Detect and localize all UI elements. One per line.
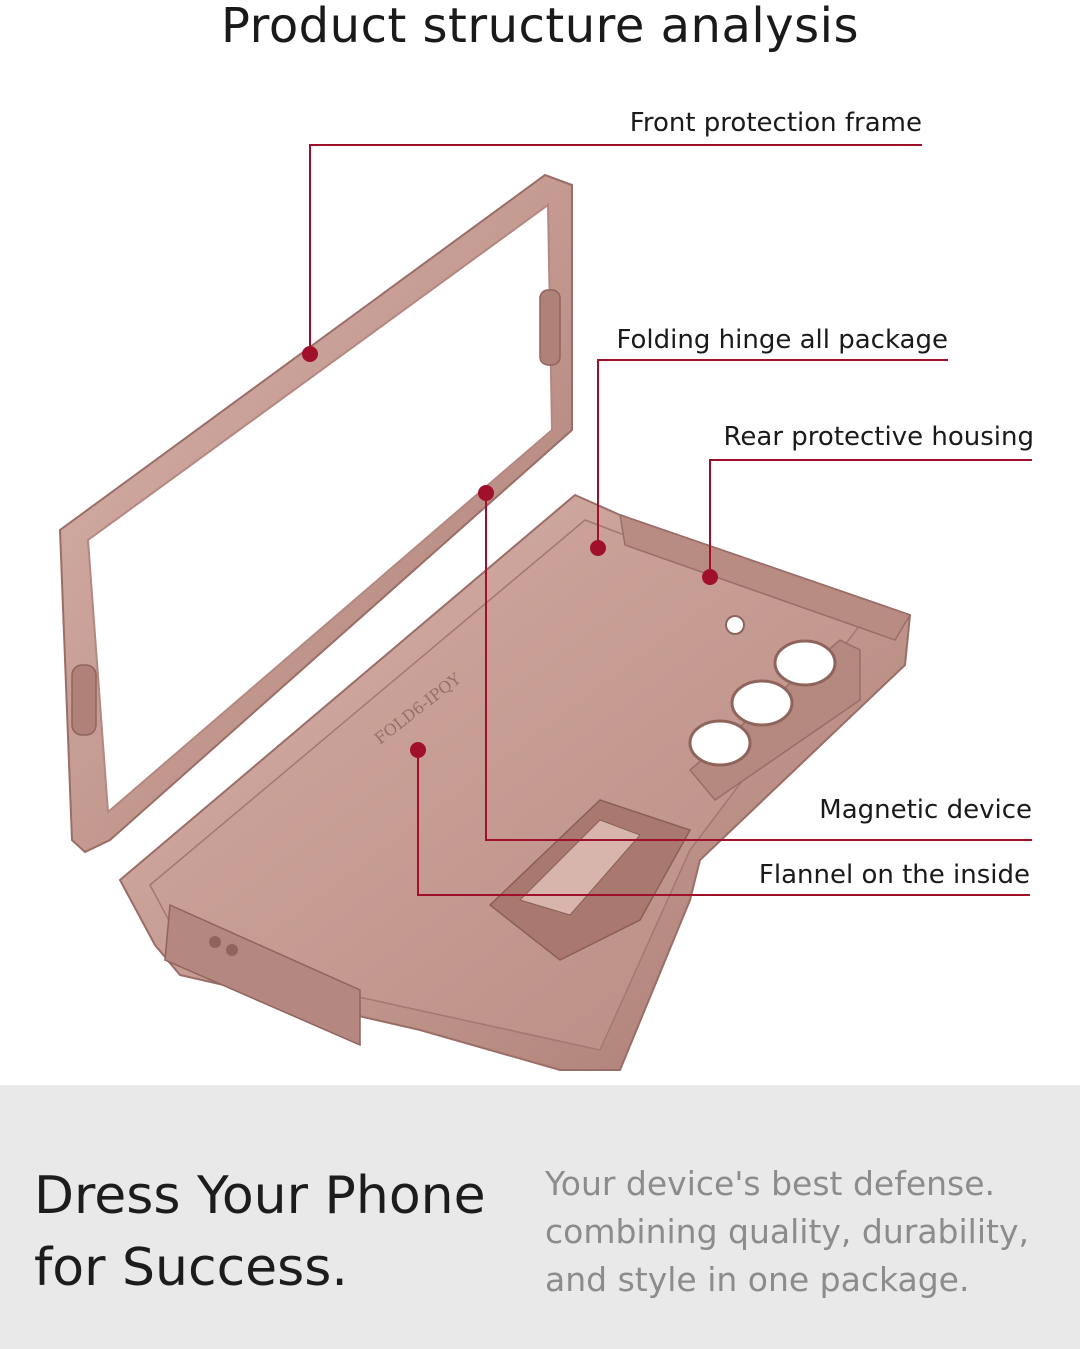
callout-dot xyxy=(590,540,606,556)
callout-dot xyxy=(410,742,426,758)
callout-dots xyxy=(302,346,718,758)
tagline-line: and style in one package. xyxy=(545,1260,970,1299)
tagline-line: Your device's best defense. xyxy=(545,1164,996,1203)
product-illustration: FOLD6-IPQY xyxy=(58,144,1032,1071)
callout-hinge-line xyxy=(597,359,948,548)
footer-panel xyxy=(0,1085,1080,1349)
page-title: Product structure analysis xyxy=(221,0,859,54)
tagline-line: combining quality, durability, xyxy=(545,1212,1029,1251)
camera-cutout-icon xyxy=(773,639,837,687)
callout-front-frame-line xyxy=(309,144,922,354)
camera-cutout-icon xyxy=(730,679,794,727)
side-button-icon xyxy=(539,289,561,366)
footer-headline: Dress Your Phone for Success. xyxy=(34,1160,534,1304)
label-magnetic-device: Magnetic device xyxy=(819,795,1032,825)
callout-dot xyxy=(702,569,718,585)
headline-line: Dress Your Phone xyxy=(34,1166,486,1226)
callout-lines xyxy=(309,144,1032,896)
grip-pattern-icon xyxy=(71,664,97,736)
camera-cutout-icon xyxy=(688,719,752,767)
headline-line: for Success. xyxy=(34,1238,348,1298)
label-rear-protective-housing: Rear protective housing xyxy=(723,422,1034,452)
callout-flannel-line xyxy=(417,750,1030,896)
label-flannel-inside: Flannel on the inside xyxy=(758,860,1030,890)
callout-rear-housing-line xyxy=(709,459,1032,577)
label-folding-hinge: Folding hinge all package xyxy=(616,325,949,355)
label-front-protection-frame: Front protection frame xyxy=(629,108,922,138)
callout-dot xyxy=(302,346,318,362)
callout-dot xyxy=(478,485,494,501)
footer-tagline: Your device's best defense. combining qu… xyxy=(545,1160,1065,1304)
callout-magnetic-line xyxy=(485,493,1032,841)
front-protection-frame xyxy=(58,173,573,854)
